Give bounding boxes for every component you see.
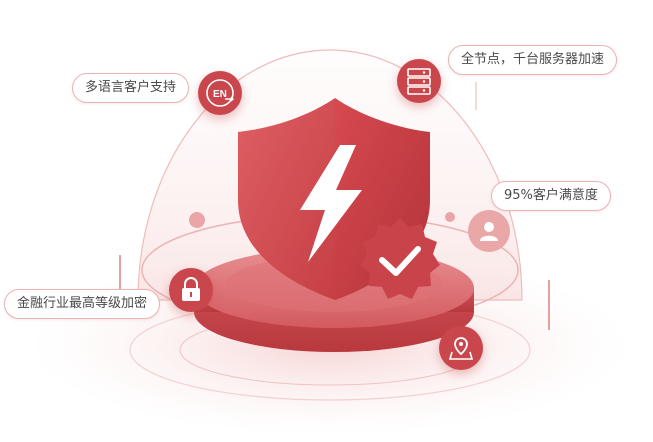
- location-icon: [439, 326, 483, 370]
- lightning-icon: [300, 145, 362, 262]
- deco-dot-left: [189, 212, 205, 228]
- multilang-support-label: 多语言客户支持: [72, 73, 190, 103]
- encryption-label: 金融行业最高等级加密: [4, 289, 161, 319]
- shield-icon: [238, 98, 430, 300]
- deco-dot-right: [445, 212, 455, 222]
- language-icon: EN: [198, 71, 242, 115]
- server-icon: [397, 59, 441, 103]
- nodes-acceleration-label: 全节点，千台服务器加速: [448, 45, 618, 75]
- satisfaction-label: 95%客户满意度: [491, 181, 611, 211]
- check-badge-icon: [360, 218, 440, 299]
- en-text: EN: [213, 89, 227, 100]
- user-icon: [468, 210, 510, 252]
- en-glyph: EN: [206, 79, 234, 107]
- lock-icon: [169, 268, 213, 312]
